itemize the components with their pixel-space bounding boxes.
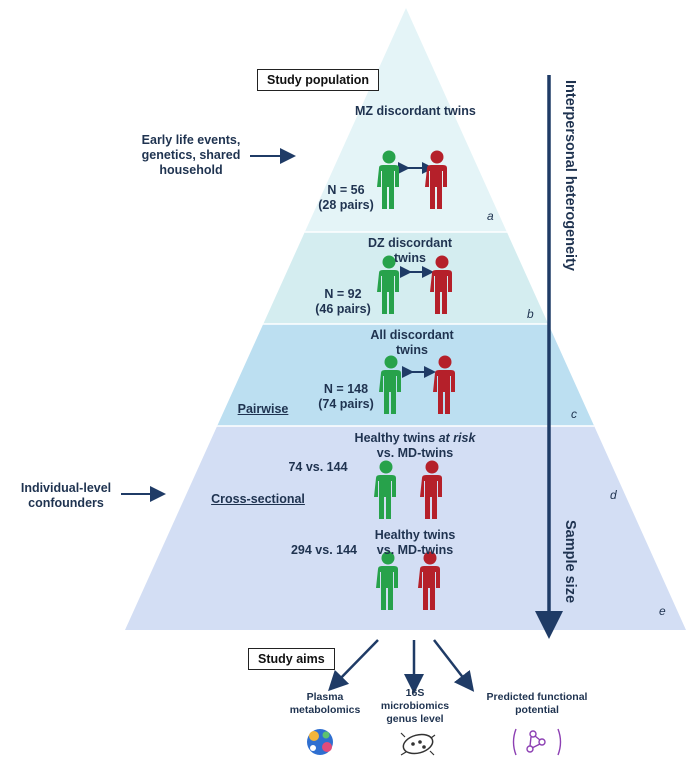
healthy-twin-a-person-icon	[377, 150, 399, 209]
sample-size-label: Sample size	[562, 520, 578, 604]
cross-sectional-design-label: Cross-sectional	[211, 492, 305, 506]
individual-level-note: Individual-level confounders	[20, 481, 112, 510]
level-e-title: Healthy twins vs. MD-twins	[374, 528, 456, 557]
study-aims-box: Study aims	[248, 648, 335, 670]
level-d-letter: d	[610, 488, 617, 502]
level-b-count: N = 92 (46 pairs)	[315, 287, 371, 316]
aim-predicted-functional-potential: Predicted functional potential	[486, 691, 588, 716]
aim-plasma-metabolomics: Plasma metabolomics	[289, 691, 361, 716]
affected-twin-a-person-icon	[425, 150, 447, 209]
level-c-letter: c	[571, 407, 577, 421]
affected-twin-c-person-icon	[433, 355, 455, 414]
metabolite-cluster-icon	[307, 729, 333, 755]
study-population-box: Study population	[257, 69, 380, 91]
affected-twin-d-person-icon	[420, 460, 442, 519]
affected-twin-b-person-icon	[430, 255, 452, 314]
aim-arrow-3	[433, 639, 475, 692]
level-d-title: Healthy twins at risk vs. MD-twins	[354, 431, 476, 460]
level-d-count: 74 vs. 144	[288, 460, 348, 474]
aim-arrow-1	[328, 639, 379, 692]
aim-16s-microbiomics: 16S microbiomics genus level	[380, 687, 450, 725]
affected-twin-e-person-icon	[418, 551, 440, 610]
healthy-twin-b-person-icon	[377, 255, 399, 314]
level-a-count: N = 56 (28 pairs)	[318, 183, 374, 212]
level-c-count: N = 148 (74 pairs)	[318, 382, 374, 411]
pairwise-design-label: Pairwise	[237, 402, 289, 416]
bacterium-icon	[400, 732, 436, 756]
level-c-title: All discordant twins	[370, 328, 454, 357]
molecule-pathway-icon	[512, 728, 562, 756]
level-e-count: 294 vs. 144	[290, 543, 358, 557]
healthy-twin-c-person-icon	[379, 355, 401, 414]
level-a-title: MZ discordant twins	[355, 104, 476, 118]
interpersonal-heterogeneity-label: Interpersonal heterogeneity	[562, 80, 578, 271]
level-a-letter: a	[487, 209, 494, 223]
healthy-twin-e-person-icon	[376, 551, 398, 610]
level-de-band	[125, 426, 686, 630]
healthy-twin-d-person-icon	[374, 460, 396, 519]
level-b-letter: b	[527, 307, 534, 321]
level-e-letter: e	[659, 604, 666, 618]
level-b-title: DZ discordant twins	[367, 236, 453, 265]
early-life-note: Early life events, genetics, shared hous…	[141, 133, 241, 177]
